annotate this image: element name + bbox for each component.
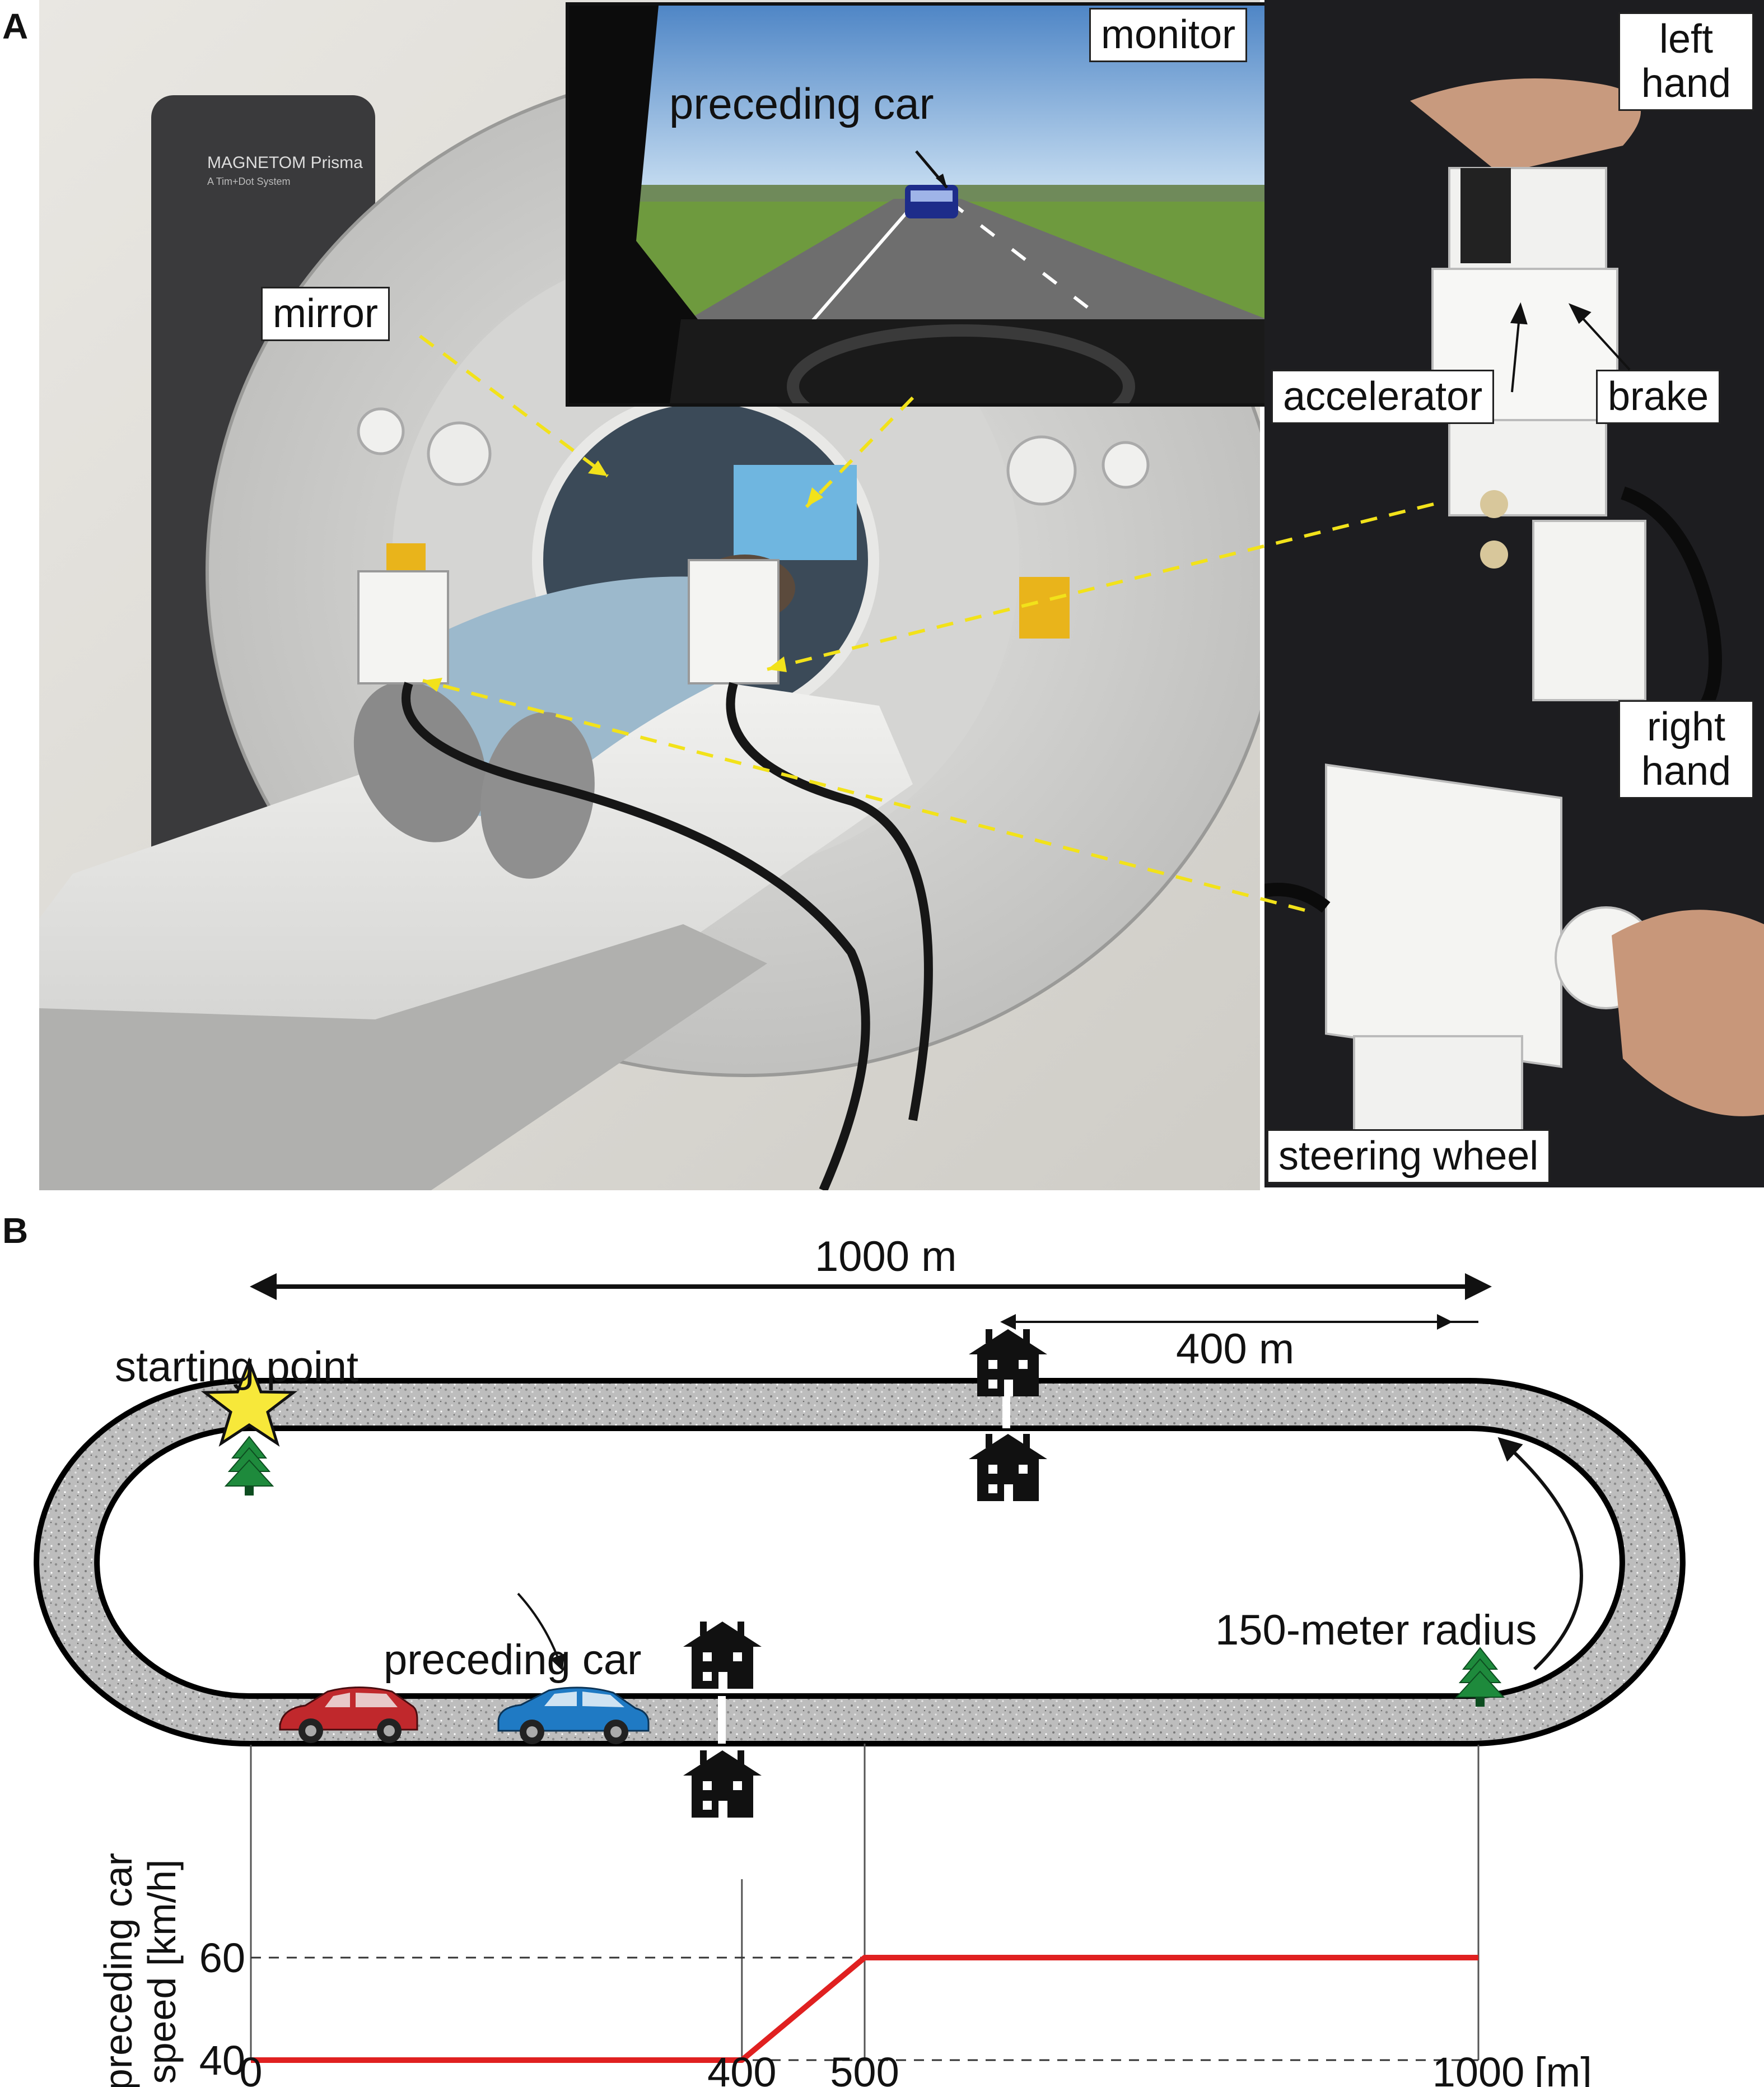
track-diagram: 40 60 0 400 500 1000[m] preceding carspeed [km… <box>34 1273 1686 2087</box>
house-icon-north-bottom <box>969 1434 1047 1501</box>
house-icon-south-bottom <box>683 1750 762 1818</box>
tree-icon-right-curve <box>1455 1647 1505 1707</box>
x-tick-label-400: 400 <box>707 2049 776 2087</box>
preceding-car-label: preceding car <box>384 1636 642 1684</box>
right-controller-guide-head <box>423 678 442 692</box>
right-hand-controller-photo <box>1264 723 1764 1187</box>
left-hand-label: left hand <box>1618 12 1754 111</box>
x-unit-label: [m] <box>1534 2049 1592 2087</box>
panel-b-letter: B <box>2 1210 29 1251</box>
starting-point-star-icon <box>200 1357 298 1447</box>
brake-label: brake <box>1596 370 1721 425</box>
x-tick-label-1000: 1000 <box>1432 2049 1525 2087</box>
radius-arrow <box>1497 1437 1583 1671</box>
house-icon-north-top <box>969 1329 1047 1396</box>
mri-sub-text: A Tim+Dot System <box>207 176 291 187</box>
segment-length-label: 400 m <box>1176 1325 1295 1373</box>
house-icon-south-top <box>683 1622 762 1689</box>
right-controller-guide-line <box>422 679 1305 912</box>
total-length-label: 1000 m <box>815 1233 957 1280</box>
monitor-label: monitor <box>1089 8 1248 63</box>
right-hand-label: right hand <box>1618 700 1754 799</box>
track-inner <box>94 1426 1625 1699</box>
steering-wheel-label: steering wheel <box>1267 1129 1551 1184</box>
monitor-preceding-car-label: preceding car <box>669 79 934 128</box>
radius-label: 150-meter radius <box>1215 1606 1537 1654</box>
accelerator-pointer-head <box>1510 302 1528 325</box>
brake-pointer-head <box>1568 303 1592 324</box>
y-tick-label-60: 60 <box>199 1935 245 1981</box>
monitor-guide-line <box>805 396 914 509</box>
mirror-guide-line <box>419 334 609 478</box>
mirror-guide-head <box>588 460 608 476</box>
ego-car-red-icon <box>279 1687 418 1743</box>
left-controller-guide-head <box>767 656 787 672</box>
left-controller-guide-line <box>767 502 1434 671</box>
accelerator-label: accelerator <box>1271 370 1495 425</box>
mri-brand-text: MAGNETOM Prisma <box>207 153 363 172</box>
y-tick-label-40: 40 <box>199 2037 245 2084</box>
y-axis-label: preceding carspeed [km/h] <box>96 1853 184 2087</box>
monitor-guide-head <box>806 487 823 507</box>
x-tick-label-500: 500 <box>830 2049 899 2087</box>
crossing-south <box>718 1696 726 1744</box>
panel-a-letter: A <box>2 6 29 46</box>
speed-chart: 40 60 0 400 500 1000[m] preceding carspeed [km… <box>96 1744 1592 2087</box>
speed-series-line <box>251 1955 1478 2063</box>
panel-a-annotation-overlay <box>419 302 1631 912</box>
x-tick-label-0: 0 <box>239 2049 262 2087</box>
starting-point-label: starting point <box>115 1343 359 1391</box>
preceding-car-pointer <box>517 1592 565 1671</box>
mirror-label: mirror <box>261 287 390 342</box>
tree-icon-start <box>224 1436 274 1496</box>
preceding-car-blue-icon <box>497 1687 650 1744</box>
